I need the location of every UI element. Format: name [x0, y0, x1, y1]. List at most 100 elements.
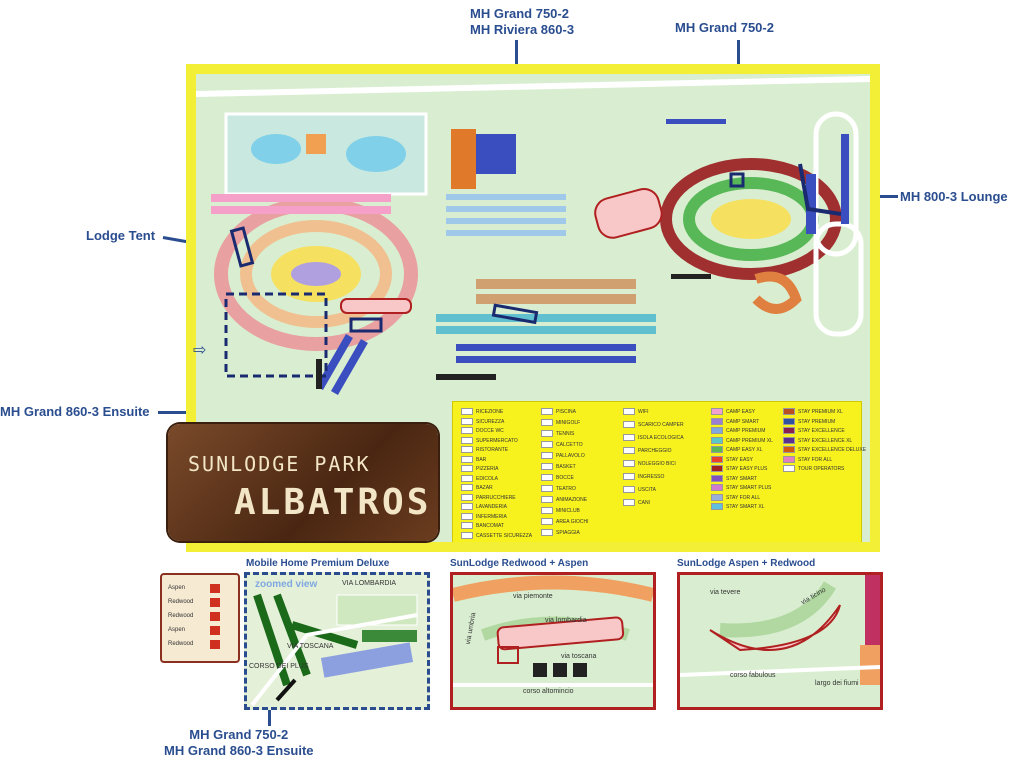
- callout-bottom: MH Grand 750-2 MH Grand 860-3 Ensuite: [164, 727, 314, 759]
- lodge-key-label: Aspen: [168, 585, 186, 591]
- legend-swatch: [711, 408, 723, 415]
- legend-entry: BAZAR: [461, 484, 493, 491]
- inset3-title: SunLodge Aspen + Redwood: [677, 558, 816, 569]
- legend-entry: STAY EXCELLENCE XL: [783, 436, 853, 444]
- highlight-grand: [729, 172, 745, 188]
- sign-line2: ALBATROS: [234, 482, 432, 523]
- legend-label: MINICLUB: [556, 507, 580, 514]
- lodge-icon: [210, 598, 220, 607]
- callout-line-bottom: [268, 696, 271, 726]
- inset3-drawing: [680, 575, 880, 685]
- inset1-zoomed-label: zoomed view: [255, 579, 318, 590]
- inset3-street4: largo dei fiumi: [815, 680, 859, 687]
- legend-swatch: [711, 484, 723, 491]
- legend-label: TEATRO: [556, 485, 576, 492]
- legend-swatch: [623, 499, 635, 506]
- legend-swatch: [711, 417, 723, 425]
- legend-swatch: [711, 465, 723, 472]
- inset2-map[interactable]: via piemonte via umbria via lombardia vi…: [450, 572, 656, 710]
- legend-entry: STAY PREMIUM: [783, 417, 835, 425]
- callout-ensuite: MH Grand 860-3 Ensuite: [0, 404, 150, 419]
- highlight-ensuite: [349, 317, 383, 333]
- legend-swatch: [541, 518, 553, 525]
- legend-entry: SCARICO CAMPER: [623, 421, 684, 428]
- direction-arrow: [275, 678, 297, 702]
- legend-label: PISCINA: [556, 408, 577, 415]
- callout-top-right: MH Grand 750-2: [675, 20, 774, 35]
- legend-swatch: [783, 427, 795, 434]
- lodge-key-row: Redwood: [168, 612, 234, 621]
- legend-label: STAY PREMIUM XL: [798, 408, 843, 415]
- legend-swatch: [711, 455, 723, 463]
- legend-swatch: [461, 512, 473, 520]
- legend-entry: BAR: [461, 455, 486, 463]
- park-sign: SUNLODGE PARK ALBATROS: [168, 424, 438, 541]
- inset3-map[interactable]: via tevere via ticino corso fabulous lar…: [677, 572, 883, 710]
- legend-entry: LAVANDERIA: [461, 503, 507, 510]
- legend-swatch: [541, 529, 553, 536]
- legend-entry: BOCCE: [541, 474, 574, 481]
- legend-entry: BASKET: [541, 463, 576, 470]
- lodge-key-row: Aspen: [168, 584, 234, 593]
- legend-entry: BANCOMAT: [461, 522, 504, 529]
- legend-swatch: [623, 447, 635, 454]
- legend-entry: CAMP EASY XL: [711, 446, 763, 453]
- legend-swatch: [461, 427, 473, 434]
- legend-label: CAMP SMART: [726, 418, 760, 425]
- inset1-title: Mobile Home Premium Deluxe: [246, 558, 390, 569]
- legend-entry: USCITA: [623, 486, 656, 493]
- legend-label: CAMP PREMIUM XL: [726, 437, 773, 444]
- callout-lodge-tent: Lodge Tent: [86, 228, 156, 243]
- inset1-map[interactable]: zoomed view VIA LOMBARDIA VIA TOSCANA CO…: [244, 572, 430, 710]
- legend-entry: MINICLUB: [541, 507, 580, 514]
- legend-label: INFERMERIA: [476, 513, 507, 520]
- legend-swatch: [783, 465, 795, 472]
- inset2-street1: via piemonte: [513, 593, 553, 600]
- inset1-street3: CORSO DEI PLUS: [249, 663, 309, 670]
- legend-label: BASKET: [556, 463, 576, 470]
- legend-swatch: [623, 421, 635, 428]
- legend-swatch: [711, 436, 723, 444]
- legend-swatch: [783, 455, 795, 463]
- legend-swatch: [711, 493, 723, 501]
- legend-label: EDICOLA: [476, 475, 498, 482]
- legend-entry: STAY EASY PLUS: [711, 465, 767, 472]
- legend-entry: PARCHEGGIO: [623, 447, 672, 454]
- legend-swatch: [461, 493, 473, 501]
- legend-label: PIZZERIA: [476, 465, 499, 472]
- legend-swatch: [783, 408, 795, 415]
- lodge-icon: [210, 640, 220, 649]
- highlight-riviera: [491, 303, 539, 325]
- legend-label: BAZAR: [476, 484, 493, 491]
- legend-label: TENNIS: [556, 430, 575, 437]
- inset2-title: SunLodge Redwood + Aspen: [450, 558, 589, 569]
- legend-label: BOCCE: [556, 474, 574, 481]
- legend-entry: DOCCE WC: [461, 427, 504, 434]
- legend-entry: AREA GIOCHI: [541, 518, 589, 525]
- legend-label: STAY EXCELLENCE XL: [798, 437, 853, 444]
- legend-swatch: [711, 503, 723, 510]
- legend-entry: CALCETTO: [541, 441, 583, 448]
- pool: [346, 136, 406, 172]
- map-drawing: [196, 76, 870, 395]
- inset3-street1: via tevere: [710, 589, 741, 596]
- legend-entry: CANI: [623, 499, 650, 506]
- legend-entry: STAY EASY: [711, 455, 753, 463]
- legend-entry: SPIAGGIA: [541, 529, 580, 536]
- legend-label: SUPERMERCATO: [476, 437, 518, 444]
- callout-top-left: MH Grand 750-2 MH Riviera 860-3: [470, 6, 574, 38]
- legend-swatch: [541, 408, 553, 415]
- lodge-key-label: Redwood: [168, 613, 194, 619]
- legend-label: PARRUCCHIERE: [476, 494, 516, 501]
- lodge-icon: [210, 612, 220, 621]
- highlight-tent: [229, 226, 255, 268]
- inset2-street3: via lombardia: [545, 617, 587, 624]
- legend-swatch: [461, 436, 473, 444]
- legend-label: STAY EXCELLENCE: [798, 427, 845, 434]
- legend-entry: PIZZERIA: [461, 465, 499, 472]
- legend-swatch: [783, 436, 795, 444]
- legend-label: PALLAVOLO: [556, 452, 585, 459]
